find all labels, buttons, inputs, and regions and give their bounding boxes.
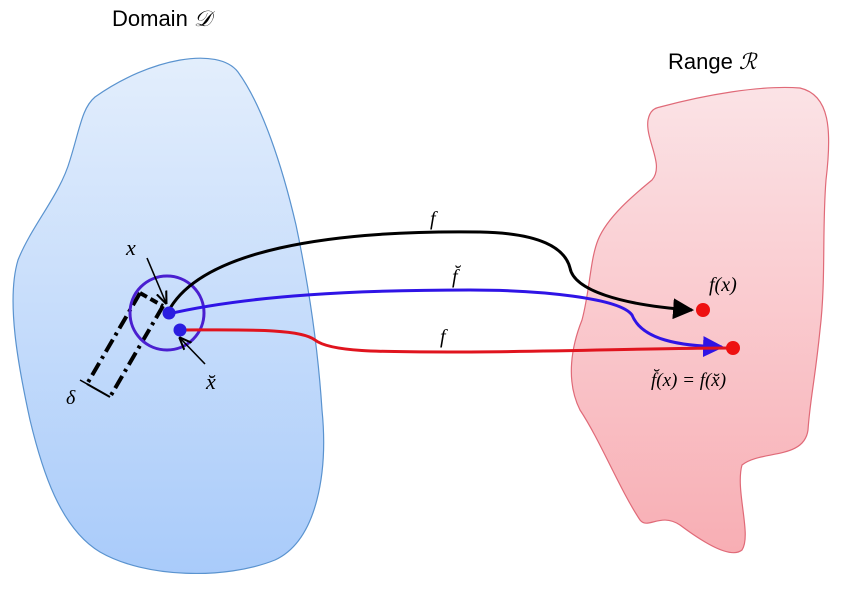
point-x bbox=[162, 306, 176, 320]
label-f-of-x: f(x) bbox=[709, 274, 737, 296]
map-f-curve-red bbox=[179, 328, 733, 354]
neighborhood-circle bbox=[128, 274, 206, 352]
range-region bbox=[570, 86, 830, 554]
map-f-curve-black bbox=[166, 230, 695, 320]
label-f-breve: f̆ bbox=[452, 264, 461, 288]
label-delta: δ bbox=[66, 387, 76, 409]
x-pointer-arrow bbox=[146, 257, 166, 303]
x-breve-pointer-arrow bbox=[180, 338, 206, 365]
point-f-of-x-breve bbox=[726, 341, 740, 355]
map-f-breve-curve-blue bbox=[167, 288, 725, 358]
label-f-top: f bbox=[430, 208, 438, 230]
label-f-bottom: f bbox=[440, 326, 448, 348]
label-f-breve-equation: f̆(x) = f(x̆) bbox=[651, 368, 726, 391]
point-f-of-x bbox=[696, 303, 710, 317]
label-x-breve: x̆ bbox=[205, 369, 216, 394]
label-x: x bbox=[125, 235, 136, 260]
point-x-breve bbox=[173, 323, 187, 337]
delta-rectangle bbox=[79, 291, 165, 399]
